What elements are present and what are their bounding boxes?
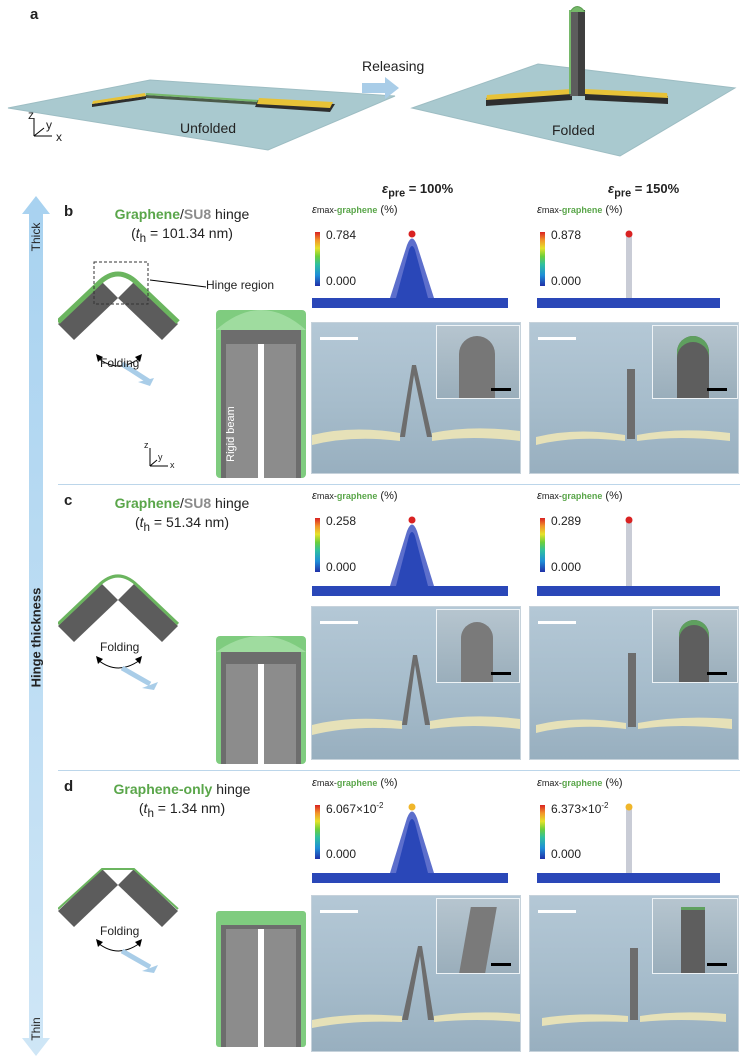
axis-y-label: y bbox=[46, 118, 52, 132]
panel-b-sim1-max: 0.784 bbox=[326, 228, 357, 242]
panel-c-folding-label: Folding bbox=[100, 640, 140, 654]
inset-scale-bar bbox=[707, 388, 727, 391]
panel-c-sem-150 bbox=[529, 606, 739, 760]
panel-b-sem-150 bbox=[529, 322, 739, 474]
panel-b-title: Graphene/SU8 hinge (th = 101.34 nm) bbox=[114, 206, 250, 245]
rigid-beam-label: Rigid beam bbox=[225, 406, 237, 462]
column-header-100: εpre = 100% bbox=[382, 181, 454, 200]
panel-d-sem-150 bbox=[529, 895, 739, 1052]
column-header-150: εpre = 150% bbox=[608, 181, 680, 200]
hinge-thickness-arrow bbox=[22, 196, 50, 1056]
divider-bc bbox=[58, 484, 740, 485]
panel-b-sim2-colorbar-title: εmax-graphene (%) bbox=[537, 204, 623, 216]
panel-b-sim1 bbox=[312, 230, 508, 308]
panel-c-sim2-min: 0.000 bbox=[551, 560, 582, 574]
inset-scale-bar bbox=[491, 963, 511, 966]
panel-d-title: Graphene-only hinge (th = 1.34 nm) bbox=[113, 781, 251, 820]
inset-scale-bar bbox=[491, 388, 511, 391]
panel-b-letter: b bbox=[64, 203, 74, 220]
panel-d-letter: d bbox=[64, 778, 74, 795]
scale-bar bbox=[538, 910, 576, 913]
releasing-label: Releasing bbox=[362, 58, 425, 74]
panel-b-sim1-min: 0.000 bbox=[326, 274, 357, 288]
panel-b-inset-150 bbox=[652, 325, 738, 399]
panel-b-axis-z: z bbox=[144, 440, 149, 450]
folded-label: Folded bbox=[552, 122, 595, 138]
panel-b-folding-label: Folding bbox=[100, 356, 140, 370]
panel-c-sem-100 bbox=[311, 606, 521, 760]
panel-d-sim1 bbox=[312, 803, 508, 883]
scale-bar bbox=[320, 621, 358, 624]
panel-d-sem-100 bbox=[311, 895, 521, 1052]
panel-d-sim2-colorbar-title: εmax-graphene (%) bbox=[537, 777, 623, 789]
panel-c-title: Graphene/SU8 hinge (th = 51.34 nm) bbox=[114, 495, 250, 534]
panel-c-sim1-max: 0.258 bbox=[326, 514, 357, 528]
panel-d-sim1-colorbar-title: εmax-graphene (%) bbox=[312, 777, 398, 789]
panel-c-sim2 bbox=[537, 516, 720, 596]
panel-d-folding-label: Folding bbox=[100, 924, 140, 938]
panel-a-illustration bbox=[7, 6, 737, 157]
panel-c-inset-150 bbox=[652, 609, 738, 683]
panel-b-sim1-colorbar-title: εmax-graphene (%) bbox=[312, 204, 398, 216]
panel-c-sim1-min: 0.000 bbox=[326, 560, 357, 574]
panel-a-letter: a bbox=[30, 6, 39, 23]
inset-scale-bar bbox=[491, 672, 511, 675]
thin-label: Thin bbox=[29, 1017, 43, 1041]
panel-b-sem-100 bbox=[311, 322, 521, 474]
panel-b-sim2-max: 0.878 bbox=[551, 228, 582, 242]
panel-b-axis-x: x bbox=[170, 460, 175, 470]
scale-bar bbox=[538, 621, 576, 624]
inset-scale-bar bbox=[707, 963, 727, 966]
panel-b-inset-100 bbox=[436, 325, 520, 399]
scale-bar bbox=[538, 337, 576, 340]
panel-d-sim1-max: 6.067×10-2 bbox=[326, 801, 384, 816]
axis-x-label: x bbox=[56, 130, 62, 144]
panel-c-sim1 bbox=[312, 516, 508, 596]
thick-label: Thick bbox=[29, 222, 43, 252]
panel-c-letter: c bbox=[64, 492, 73, 509]
hinge-region-label: Hinge region bbox=[206, 278, 275, 292]
scale-bar bbox=[320, 337, 358, 340]
panel-d-inset-150 bbox=[652, 898, 738, 974]
scale-bar bbox=[320, 910, 358, 913]
panel-d-inset-100 bbox=[436, 898, 520, 974]
panel-c-sim1-colorbar-title: εmax-graphene (%) bbox=[312, 490, 398, 502]
release-arrow bbox=[362, 77, 399, 99]
panel-d-sim2-max: 6.373×10-2 bbox=[551, 801, 609, 816]
panel-d-sim1-min: 0.000 bbox=[326, 847, 357, 861]
panel-b-sim2-min: 0.000 bbox=[551, 274, 582, 288]
panel-d-sim2-min: 0.000 bbox=[551, 847, 582, 861]
panel-b-schematic bbox=[58, 261, 306, 478]
panel-c-sim2-max: 0.289 bbox=[551, 514, 582, 528]
panel-c-sim2-colorbar-title: εmax-graphene (%) bbox=[537, 490, 623, 502]
divider-cd bbox=[58, 770, 740, 771]
axis-z-label: z bbox=[28, 108, 34, 122]
panel-d-schematic bbox=[58, 868, 306, 1047]
panel-c-inset-100 bbox=[436, 609, 520, 683]
panel-c-schematic bbox=[58, 574, 306, 764]
panel-b-axis-y: y bbox=[158, 452, 163, 462]
panel-b-sim2 bbox=[537, 230, 720, 308]
inset-scale-bar bbox=[707, 672, 727, 675]
unfolded-label: Unfolded bbox=[180, 120, 237, 136]
panel-d-sim2 bbox=[537, 803, 720, 883]
hinge-thickness-label: Hinge thickness bbox=[28, 587, 44, 688]
